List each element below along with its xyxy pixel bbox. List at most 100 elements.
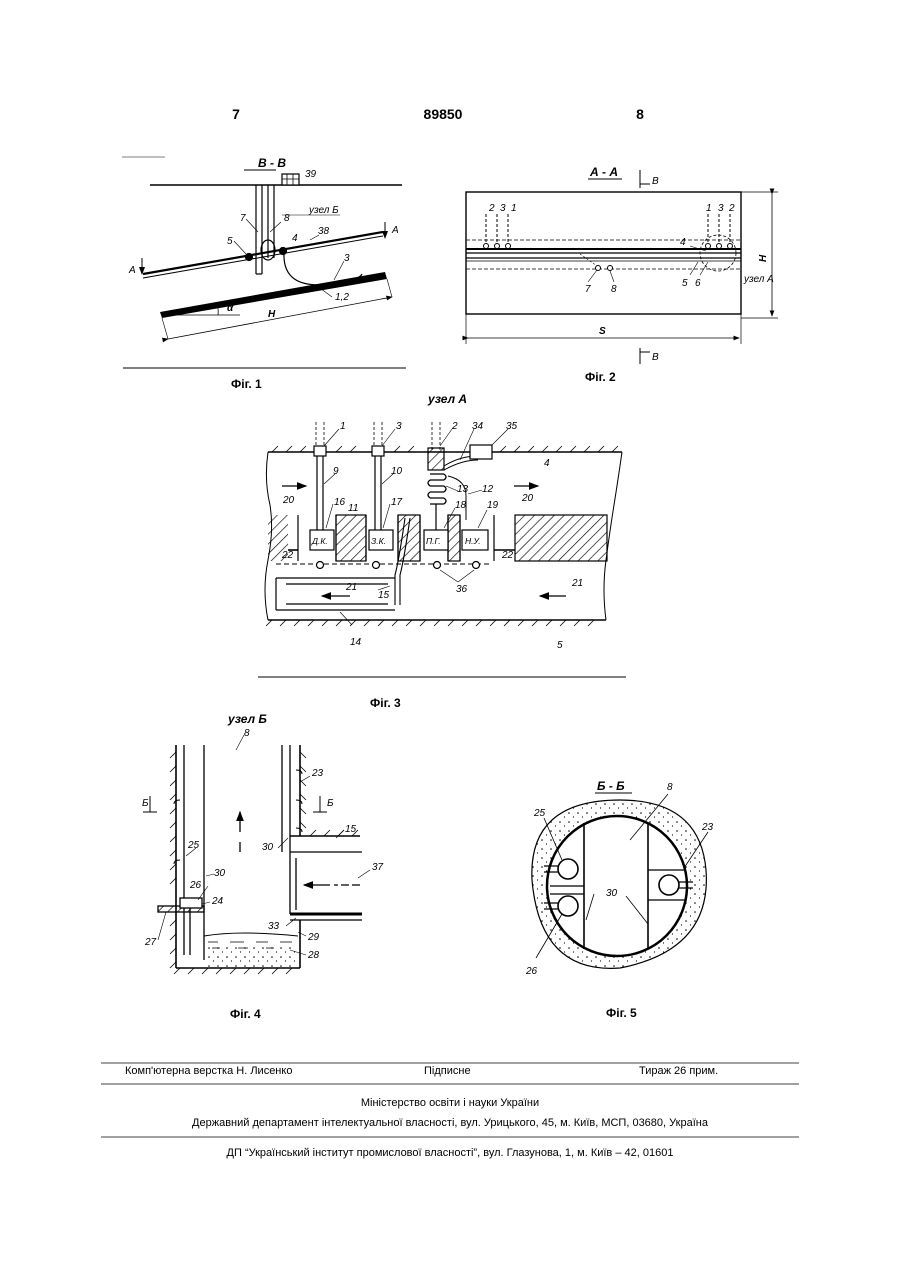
fig2-label-1-right: 1 [706, 203, 712, 214]
fig3-label-12: 12 [482, 484, 494, 495]
fig1-label-h: Н [268, 309, 276, 320]
fig1-label-8: 8 [284, 213, 290, 224]
figure-2: А - А [466, 165, 778, 384]
fig2-label-1-left: 1 [511, 203, 517, 214]
fig4-caption: Фіг. 4 [230, 1007, 261, 1021]
fig5-pipe-26 [558, 896, 578, 916]
fig3-label-15: 15 [378, 590, 390, 601]
fig2-label-node-a: узел А [743, 274, 774, 285]
fig3-valve-1 [317, 562, 324, 569]
fig3-label-21-left: 21 [345, 582, 357, 593]
fig1-label-7: 7 [240, 213, 246, 224]
fig2-label-2-right: 2 [728, 203, 735, 214]
fig4-label-33: 33 [268, 921, 280, 932]
figure-1: В - В [122, 156, 406, 391]
fig3-label-35: 35 [506, 421, 518, 432]
fig3-label-10: 10 [391, 466, 403, 477]
fig3-label-13: 13 [457, 484, 469, 495]
fig3-pillar-1 [336, 515, 366, 561]
fig3-label-9: 9 [333, 466, 339, 477]
fig2-label-b-bottom: В [652, 352, 659, 363]
fig3-section-title: узел А [427, 392, 467, 406]
fig2-label-h: Н [758, 254, 769, 262]
fig3-pillar-4 [515, 515, 607, 561]
fig1-element-5 [246, 254, 253, 261]
fig2-label-7: 7 [585, 284, 591, 295]
fig4-label-8: 8 [244, 728, 250, 739]
fig3-valve-2 [373, 562, 380, 569]
fig4-label-37: 37 [372, 862, 384, 873]
footer-ministry: Міністерство освіти і науки України [361, 1097, 539, 1109]
fig2-label-s: S [599, 326, 606, 337]
fig1-dimension-h [168, 297, 392, 339]
fig5-label-26: 26 [525, 966, 538, 977]
fig4-label-24: 24 [211, 896, 224, 907]
fig1-section-title: В - В [258, 156, 286, 170]
page-header: 7 89850 8 [232, 106, 644, 122]
fig2-well-2-right [728, 244, 733, 249]
fig2-shaft-8 [608, 266, 613, 271]
figure-3: узел А [258, 392, 626, 710]
fig3-control-box-35 [470, 445, 492, 459]
fig1-label-3: 3 [344, 253, 350, 264]
fig3-label-4: 4 [544, 458, 550, 469]
fig1-label-5: 5 [227, 236, 233, 247]
fig5-label-25: 25 [533, 808, 546, 819]
fig4-label-28: 28 [307, 950, 320, 961]
fig3-label-20-right: 20 [521, 493, 534, 504]
fig4-label-b-right: Б [327, 798, 334, 809]
fig2-well-2-left [484, 244, 489, 249]
fig3-coil-13 [430, 474, 444, 504]
fig3-label-19: 19 [487, 500, 499, 511]
fig3-label-22-left: 22 [281, 550, 294, 561]
fig2-well-3-left [495, 244, 500, 249]
fig1-label-1-2: 1,2 [335, 292, 349, 303]
fig3-label-22-right: 22 [501, 550, 514, 561]
fig1-label-alpha: α [227, 303, 234, 314]
fig4-label-26: 26 [189, 880, 202, 891]
fig3-label-2: 2 [451, 421, 458, 432]
right-page-number: 8 [636, 106, 644, 122]
footer-department: Державний департамент інтелектуальної вл… [192, 1117, 709, 1129]
fig3-caption: Фіг. 3 [370, 696, 401, 710]
fig4-label-27: 27 [144, 937, 157, 948]
fig1-label-38: 38 [318, 226, 330, 237]
fig5-label-30: 30 [606, 888, 618, 899]
fig3-box-dk-label: Д.К. [311, 536, 328, 546]
fig5-caption: Фіг. 5 [606, 1006, 637, 1020]
fig3-label-14: 14 [350, 637, 362, 648]
fig3-well-1-head [314, 446, 326, 456]
fig3-label-21-right: 21 [571, 578, 583, 589]
fig2-section-title: А - А [589, 165, 618, 179]
fig1-label-39: 39 [305, 169, 317, 180]
fig2-label-5: 5 [682, 278, 688, 289]
fig1-element-4 [280, 248, 287, 255]
fig2-label-3-left: 3 [500, 203, 506, 214]
fig4-label-25: 25 [187, 840, 200, 851]
fig1-caption: Фіг. 1 [231, 377, 262, 391]
fig5-section-title: Б - Б [597, 779, 625, 793]
fig3-label-18: 18 [455, 500, 467, 511]
fig3-label-11: 11 [348, 503, 358, 514]
fig2-label-3-right: 3 [718, 203, 724, 214]
fig1-label-node-b: узел Б [308, 205, 339, 216]
fig3-box-nu-label: Н.У. [465, 536, 481, 546]
fig4-label-23: 23 [311, 768, 324, 779]
fig3-well-2-plug [428, 448, 444, 470]
fig3-box-pg-label: П.Г. [426, 536, 441, 546]
fig3-pipe-12 [448, 476, 466, 520]
fig3-well-3-head [372, 446, 384, 456]
fig3-label-1: 1 [340, 421, 346, 432]
fig2-label-8: 8 [611, 284, 617, 295]
fig3-label-36: 36 [456, 584, 468, 595]
fig5-pipe-25 [558, 859, 578, 879]
fig3-label-16: 16 [334, 497, 346, 508]
fig5-pipe-23 [659, 875, 679, 895]
fig2-label-2-left: 2 [488, 203, 495, 214]
fig2-caption: Фіг. 2 [585, 370, 616, 384]
footer-layout-credit: Комп'ютерна верстка Н. Лисенко [125, 1065, 292, 1077]
fig2-label-6: 6 [695, 278, 701, 289]
fig4-label-15: 15 [345, 824, 357, 835]
fig2-label-4: 4 [680, 237, 686, 248]
